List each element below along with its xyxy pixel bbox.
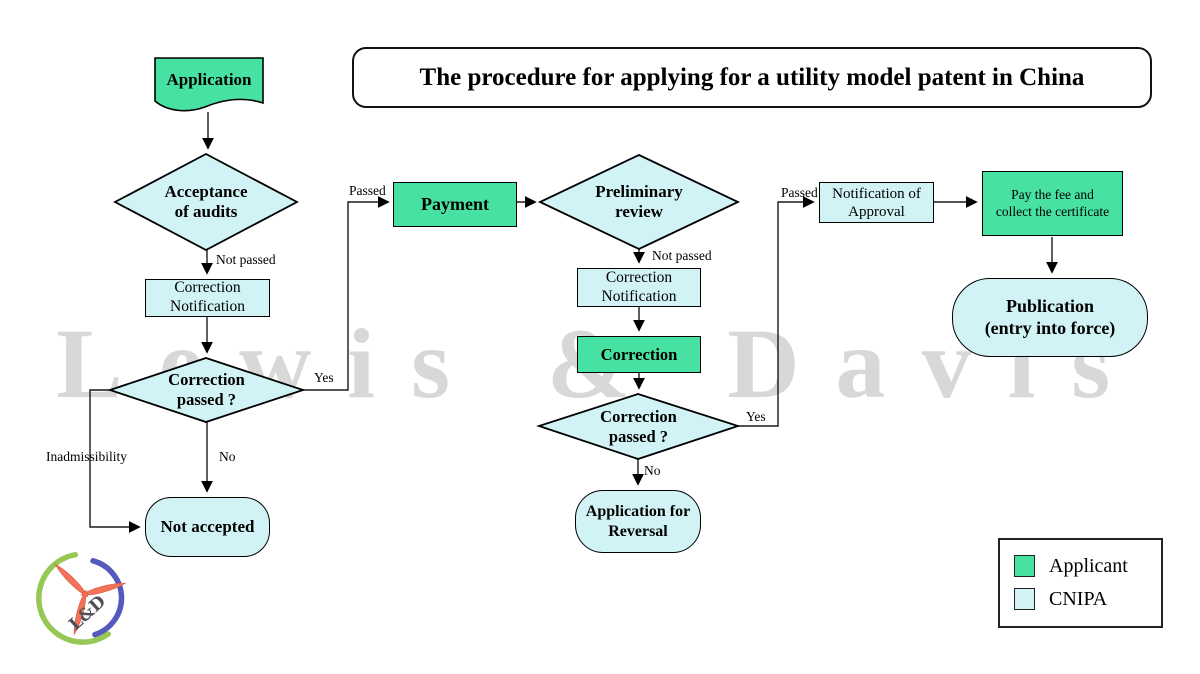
legend-swatch-applicant [1014,555,1035,577]
diagram-title-box: The procedure for applying for a utility… [352,47,1152,108]
edge-label-passed-right: Passed [781,185,818,200]
legend-box [998,538,1163,628]
arrow-inadmissibility-to-not-accepted [89,389,141,533]
application-document-shape [154,57,264,112]
application-for-reversal-terminal: Application for Reversal [575,490,701,553]
edge-label-no-mid: No [644,463,661,478]
company-logo: L&D [36,551,127,645]
legend-swatch-cnipa [1014,588,1035,610]
publication-terminal: Publication (entry into force) [952,278,1148,357]
legend-label-applicant: Applicant [1049,555,1128,577]
edge-label-not-passed-left: Not passed [216,252,276,267]
wind-turbine-icon [54,563,127,636]
notification-of-approval-node: Notification of Approval [819,182,934,223]
correction-passed-diamond-mid [536,393,741,460]
arrow-yes-to-payment [303,196,390,391]
edge-label-not-passed-mid: Not passed [652,248,712,263]
edge-label-inadmissibility: Inadmissibility [46,449,127,464]
logo-blue-arc [90,558,125,638]
edge-label-no-left: No [219,449,236,464]
pay-fee-node: Pay the fee and collect the certificate [982,171,1123,236]
edge-label-passed-left: Passed [349,183,386,198]
edge-label-yes-left: Yes [314,370,334,385]
diagram-title: The procedure for applying for a utility… [419,63,1085,91]
arrow-yes-to-notification-of-approval [738,196,815,427]
preliminary-review-label: Preliminary review [595,181,683,221]
edge-label-yes-mid: Yes [746,409,766,424]
preliminary-review-diamond [537,154,741,250]
application-node: Application [166,69,252,89]
correction-passed-label-left: Correction passed ? [168,370,245,409]
correction-passed-diamond-left [107,357,306,423]
correction-passed-label-mid: Correction passed ? [600,406,677,446]
payment-node: Payment [393,182,517,227]
correction-notification-node-mid: Correction Notification [577,268,701,307]
acceptance-of-audits-label: Acceptance of audits [164,181,248,221]
correction-node: Correction [577,336,701,373]
legend-label-cnipa: CNIPA [1049,588,1108,610]
correction-notification-node-left: Correction Notification [145,279,270,317]
acceptance-of-audits-diamond [113,152,299,252]
not-accepted-terminal: Not accepted [145,497,270,557]
